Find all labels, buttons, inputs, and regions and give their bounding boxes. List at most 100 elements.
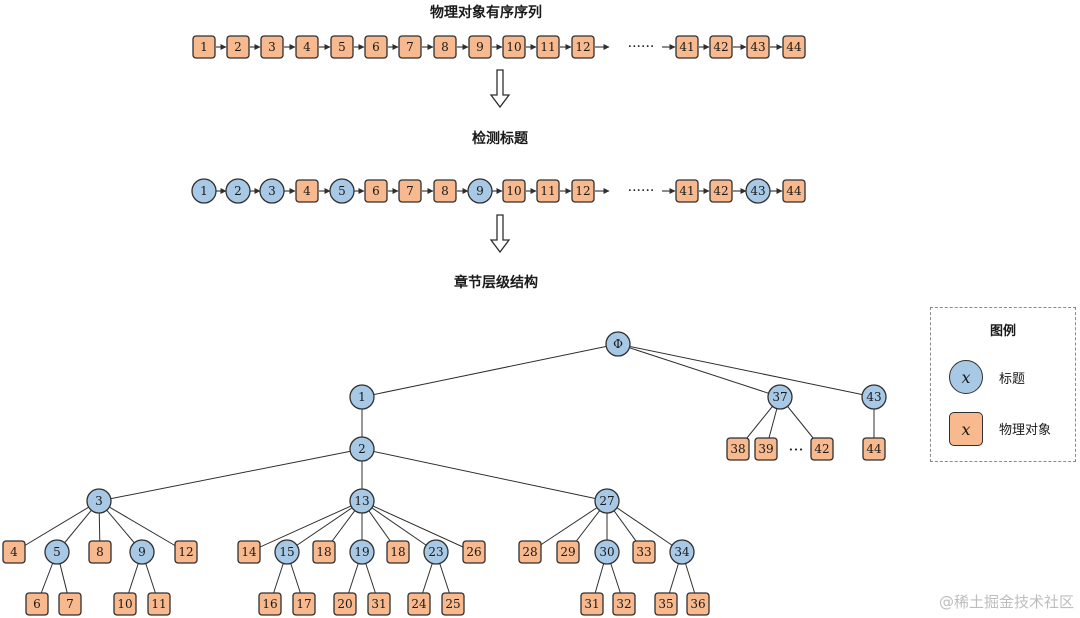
legend-title: 图例	[989, 324, 1016, 339]
legend-title-symbol: x	[949, 360, 983, 394]
tree-node-a6: 6	[25, 592, 49, 616]
tree-node-c31: 31	[580, 592, 604, 616]
tree-node-c34-label: 34	[674, 545, 690, 559]
tree-node-b16: 16	[258, 592, 282, 616]
sequence-node-shape	[709, 35, 733, 59]
sequence-node-label: 12	[575, 184, 590, 198]
tree-node-n37-shape	[767, 384, 793, 410]
tree-node-a4: 4	[2, 540, 26, 564]
legend-object-symbol: x	[949, 412, 983, 446]
tree-node-root-shape	[605, 331, 631, 357]
sequence-node-label: 7	[406, 184, 414, 198]
tree-node-c29-label: 29	[560, 545, 575, 559]
tree-node-b24-label: 24	[411, 597, 427, 611]
tree-node-n27-label: 27	[599, 494, 614, 508]
tree-node-n13-label: 13	[354, 494, 369, 508]
tree-node-b18b-label: 18	[390, 545, 405, 559]
sequence-node: 44	[782, 35, 806, 59]
tree-node-c32-label: 32	[616, 597, 631, 611]
sequence-node-label: 3	[268, 40, 276, 54]
tree-node-n38: 38	[726, 437, 750, 461]
tree-node-n3-shape	[86, 488, 112, 514]
sequence-node-shape	[467, 178, 493, 204]
tree-node-n3: 3	[86, 488, 112, 514]
tree-node-a7-label: 7	[66, 597, 74, 611]
tree-node-a5-label: 5	[53, 545, 61, 559]
sequence-node-shape	[782, 179, 806, 203]
sequence-node-shape	[675, 35, 699, 59]
tree-node-root: Φ	[605, 331, 631, 357]
sequence-node-label: 7	[406, 40, 414, 54]
tree-node-b18a-label: 18	[316, 545, 331, 559]
tree-node-c35-shape	[654, 592, 678, 616]
sequence-node-shape	[746, 35, 770, 59]
sequence-node-label: 11	[540, 184, 555, 198]
tree-node-b18a-shape	[312, 540, 336, 564]
tree-node-a9-shape	[129, 539, 155, 565]
sequence-node: 43	[746, 35, 770, 59]
tree-node-b20-label: 20	[337, 597, 352, 611]
sequence-node: 41	[675, 35, 699, 59]
tree-node-n1: 1	[349, 384, 375, 410]
sequence-node-shape	[536, 179, 560, 203]
tree-edge	[361, 500, 437, 553]
tree-node-n42-label: 42	[814, 442, 829, 456]
tree-node-a9-label: 9	[138, 545, 146, 559]
tree-node-b19-label: 19	[354, 545, 369, 559]
sequence-node: 8	[433, 179, 457, 203]
tree-node-a12: 12	[174, 540, 198, 564]
tree-edge	[13, 500, 100, 553]
tree-node-c30-label: 30	[599, 545, 614, 559]
tree-node-b14-shape	[237, 540, 261, 564]
tree-node-b15-label: 15	[279, 545, 294, 559]
heading-chapter-hierarchy: 章节层级结构	[454, 274, 538, 291]
sequence-node: 6	[364, 35, 388, 59]
sequence-node: 4	[295, 179, 319, 203]
sequence-node-label: 44	[786, 184, 802, 198]
tree-node-b23: 23	[423, 539, 449, 565]
tree-node-a7-shape	[58, 592, 82, 616]
tree-node-c28-label: 28	[522, 545, 537, 559]
tree-node-a8-shape	[88, 540, 112, 564]
sequence-node-shape	[295, 35, 319, 59]
tree-node-b16-label: 16	[262, 597, 277, 611]
tree-node-b26: 26	[462, 540, 486, 564]
tree-node-b20-shape	[333, 592, 357, 616]
tree-node-b23-shape	[423, 539, 449, 565]
tree-edge	[617, 343, 875, 398]
tree-node-n43-label: 43	[866, 390, 881, 404]
sequence-node: 4	[295, 35, 319, 59]
sequence-node-label: 5	[338, 40, 346, 54]
sequence-node-label: 44	[786, 40, 802, 54]
sequence-node-shape	[709, 179, 733, 203]
tree-node-a6-label: 6	[33, 597, 41, 611]
tree-node-n43: 43	[861, 384, 887, 410]
tree-node-c36: 36	[686, 592, 710, 616]
sequence-node-shape	[571, 35, 595, 59]
tree-node-b17-shape	[292, 592, 316, 616]
tree-node-a11-label: 11	[151, 597, 166, 611]
sequence-node: 6	[364, 179, 388, 203]
tree-node-n37: 37	[767, 384, 793, 410]
heading-ordered-sequence: 物理对象有序序列	[430, 4, 542, 21]
tree-node-a5-shape	[44, 539, 70, 565]
sequence-node: 5	[330, 35, 354, 59]
tree-node-b17-label: 17	[296, 597, 311, 611]
tree-node-n42: 42	[810, 437, 834, 461]
tree-node-b19: 19	[349, 539, 375, 565]
sequence-node: 41	[675, 179, 699, 203]
tree-node-n44: 44	[862, 437, 886, 461]
sequence-node-label: 8	[441, 40, 449, 54]
tree-node-n39: 39	[754, 437, 778, 461]
sequence-node-label: 41	[679, 184, 694, 198]
tree-node-b24: 24	[407, 592, 431, 616]
tree-node-b26-shape	[462, 540, 486, 564]
tree-edge	[361, 500, 475, 553]
tree-node-b24-shape	[407, 592, 431, 616]
sequence-node-label: 11	[540, 40, 555, 54]
tree-node-a10-shape	[113, 592, 137, 616]
tree-node-c29: 29	[556, 540, 580, 564]
sequence-node-label: 6	[372, 40, 380, 54]
tree-edges	[13, 343, 875, 605]
